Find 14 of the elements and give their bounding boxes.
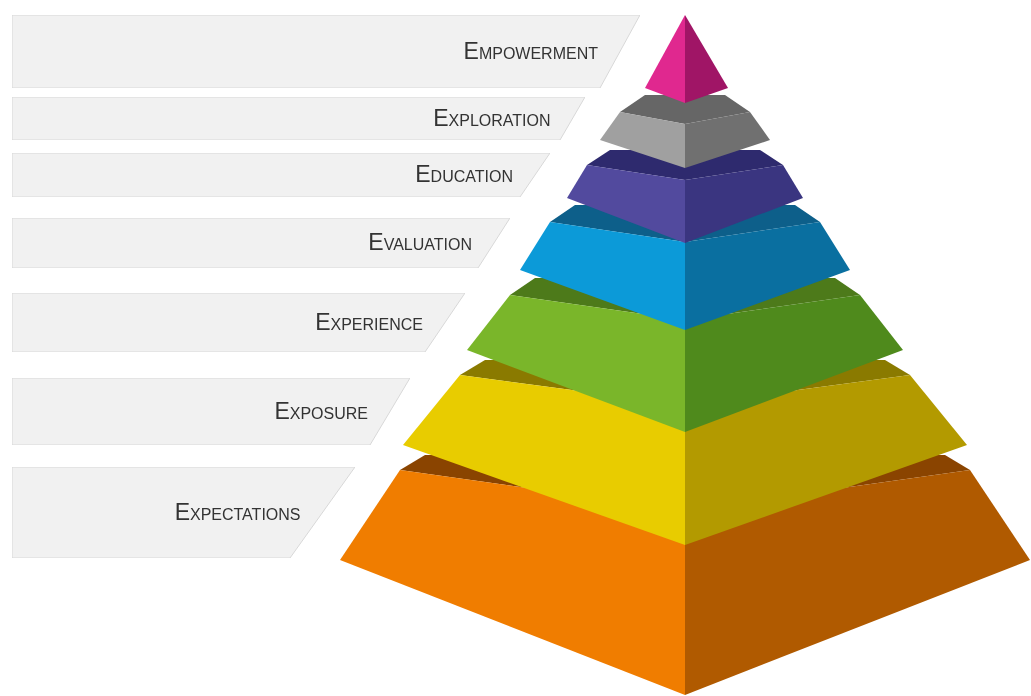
label-banner: [12, 153, 550, 197]
label-banner: [12, 467, 355, 558]
tier-label: Empowerment: [463, 37, 598, 65]
label-banner: [12, 378, 410, 445]
tier-label: Exposure: [274, 397, 368, 425]
tier-label: Experience: [315, 308, 423, 336]
label-banner: [12, 293, 465, 352]
label-banner: [12, 15, 640, 88]
tier-label: Education: [415, 161, 513, 188]
tier-label: Exploration: [433, 104, 551, 132]
tier-label: Evaluation: [368, 229, 472, 256]
label-banner: [12, 218, 510, 268]
tier-label: Expectations: [174, 498, 301, 526]
label-banner: [12, 97, 585, 140]
